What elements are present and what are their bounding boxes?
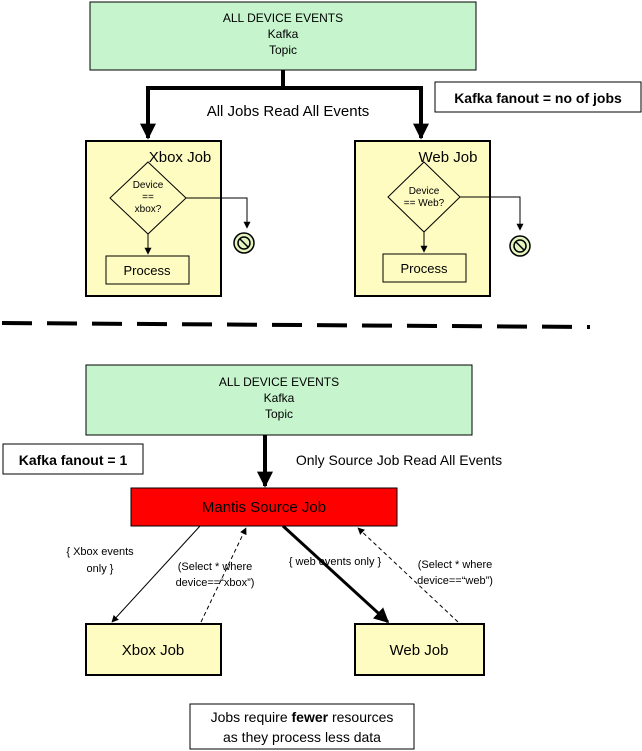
top-xbox-job-title: Xbox Job	[149, 149, 212, 166]
bottom-edge-label: Only Source Job Read All Events	[296, 452, 502, 468]
bottom-section: ALL DEVICE EVENTS Kafka Topic Kafka fano…	[2, 364, 502, 750]
mantis-source-job-box: Mantis Source Job	[130, 487, 398, 527]
top-web-decision-line1: Device	[409, 186, 440, 197]
top-web-process-box	[382, 253, 467, 283]
top-xbox-decision-line1: Device	[133, 180, 164, 191]
top-arrow-to-web-job	[283, 86, 429, 140]
xbox-events-label-line2: only }	[87, 563, 114, 575]
arrow-web-subscribe	[357, 527, 459, 623]
footer-line1: Jobs require fewer resources	[211, 709, 394, 725]
xbox-select-label-line2: device==“xbox”)	[176, 577, 255, 589]
arrow-source-to-web	[281, 524, 390, 624]
bottom-web-job-label: Web Job	[390, 642, 449, 659]
top-kafka-topic-box: ALL DEVICE EVENTS Kafka Topic	[89, 1, 477, 71]
web-events-label: { web events only }	[289, 556, 382, 568]
top-section: ALL DEVICE EVENTS Kafka Topic All Jobs R…	[85, 1, 642, 297]
web-select-label-line2: device==“web”)	[417, 575, 493, 587]
top-web-job-box: Web Job Device == Web? Process	[354, 140, 524, 297]
bottom-web-job-box: Web Job	[354, 623, 485, 676]
bottom-fanout-text: Kafka fanout = 1	[19, 452, 128, 468]
top-web-job-title: Web Job	[419, 149, 478, 166]
section-divider	[1, 321, 591, 329]
footer-prefix: Jobs require	[211, 709, 292, 725]
arrow-source-to-xbox	[111, 525, 201, 623]
top-web-reject-arrow	[460, 196, 524, 231]
mantis-source-job-label: Mantis Source Job	[202, 499, 326, 516]
top-kafka-line3: Topic	[269, 43, 297, 57]
footer-suffix: resources	[328, 709, 393, 725]
top-fanout-text: Kafka fanout = no of jobs	[454, 90, 622, 106]
xbox-events-label-line1: { Xbox events	[66, 546, 134, 558]
top-arrow-to-xbox-job	[140, 70, 285, 140]
top-xbox-reject-arrow	[186, 197, 251, 229]
top-xbox-decision-line3: xbox?	[135, 204, 162, 215]
bottom-xbox-job-box: Xbox Job	[85, 623, 222, 676]
bottom-xbox-job-label: Xbox Job	[122, 642, 185, 659]
footer-note: Jobs require fewer resources as they pro…	[189, 703, 415, 750]
footer-bold: fewer	[292, 709, 329, 725]
top-xbox-process-box	[105, 255, 190, 285]
top-kafka-line2: Kafka	[268, 27, 299, 41]
top-xbox-job-box: Xbox Job Device == xbox? Process	[85, 140, 251, 297]
bottom-kafka-line1: ALL DEVICE EVENTS	[219, 375, 339, 389]
top-xbox-reject-icon	[233, 232, 255, 254]
top-xbox-process-label: Process	[124, 263, 171, 278]
top-fanout-note: Kafka fanout = no of jobs	[434, 81, 642, 113]
arrow-xbox-subscribe	[200, 527, 247, 623]
bottom-fanout-note: Kafka fanout = 1	[2, 443, 144, 475]
top-web-reject-icon	[509, 235, 531, 257]
bottom-kafka-line2: Kafka	[264, 391, 295, 405]
web-select-label-line1: (Select * where	[418, 559, 493, 571]
bottom-kafka-line3: Topic	[265, 407, 293, 421]
xbox-select-label-line1: (Select * where	[178, 561, 253, 573]
bottom-kafka-topic-box: ALL DEVICE EVENTS Kafka Topic	[85, 364, 473, 436]
footer-line2: as they process less data	[223, 729, 381, 745]
top-web-process-label: Process	[401, 261, 448, 276]
top-edge-label: All Jobs Read All Events	[207, 103, 370, 120]
top-xbox-decision-line2: ==	[142, 192, 154, 203]
top-kafka-line1: ALL DEVICE EVENTS	[223, 11, 343, 25]
top-web-decision-line2: == Web?	[404, 198, 445, 209]
